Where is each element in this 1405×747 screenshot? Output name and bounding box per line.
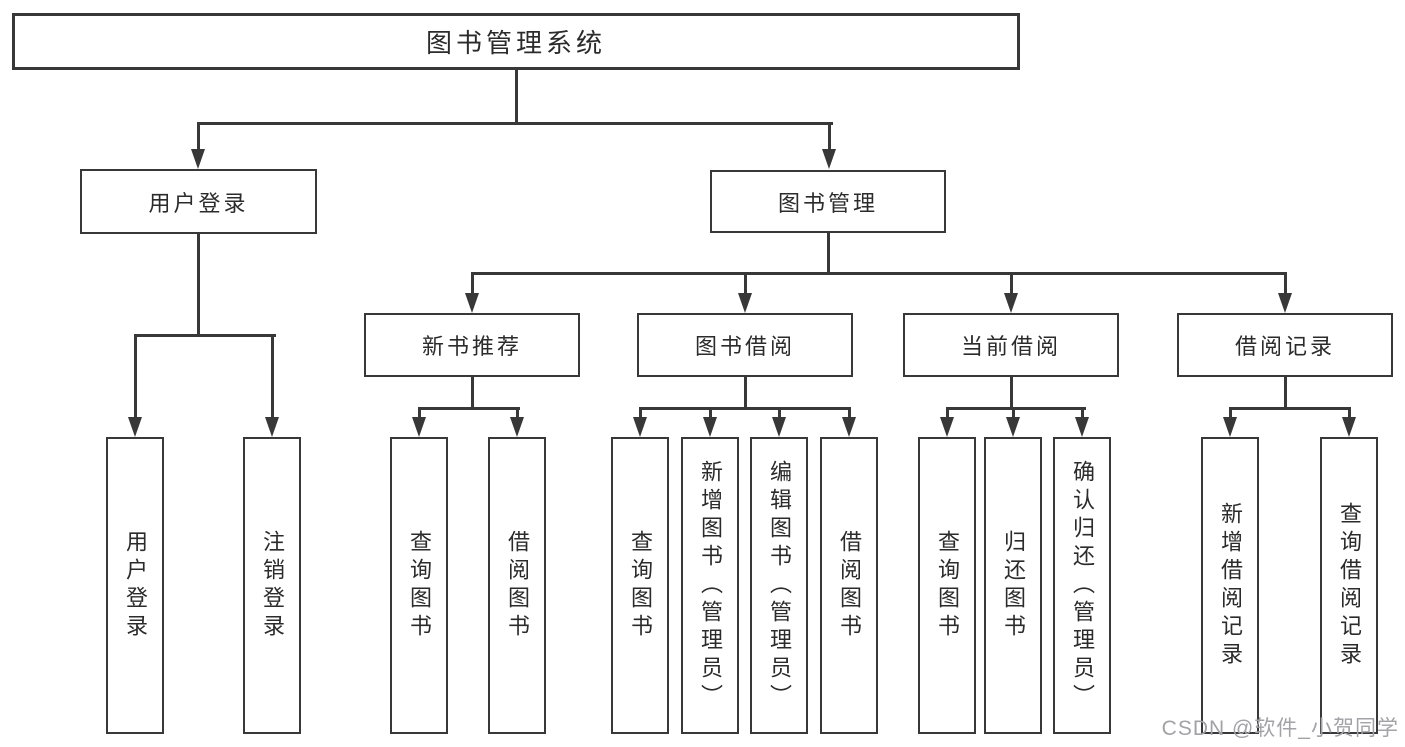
connector-login-bar [133, 334, 276, 337]
node-current-borrow: 当前借阅 [903, 313, 1119, 377]
connector-records-stem [1283, 377, 1287, 410]
arrowhead-to-leaf-return-books [1006, 417, 1020, 437]
connector-current-stem [1009, 377, 1013, 410]
node-book-borrow: 图书借阅 [637, 313, 853, 377]
arrowhead-to-leaf-add-record [1223, 417, 1237, 437]
arrowhead-to-book-management [822, 149, 836, 169]
connector-mgmt-to-records [1283, 272, 1287, 296]
arrowhead-to-leaf-confirm-return [1075, 417, 1089, 437]
node-book-management: 图书管理 [710, 170, 946, 233]
connector-borrow-l1 [638, 407, 642, 420]
leaf-add-borrow-record: 新增借阅记录 [1201, 437, 1259, 734]
connector-root-to-mgmt [827, 122, 831, 152]
leaf-logout: 注销登录 [243, 437, 301, 734]
leaf-edit-books-admin: 编辑图书（管理员） [750, 437, 808, 734]
arrowhead-to-leaf-user-login [128, 417, 142, 437]
connector-borrow-l2 [708, 407, 712, 420]
connector-records-l2 [1347, 407, 1351, 420]
arrowhead-to-leaf-edit-books [772, 417, 786, 437]
arrowhead-to-borrow-records [1278, 293, 1292, 313]
node-root-library-management-system: 图书管理系统 [12, 13, 1020, 70]
connector-mgmt-stem [826, 233, 830, 275]
connector-borrow-bar [638, 407, 851, 410]
connector-mgmt-to-recommend [470, 272, 474, 296]
leaf-query-books-borrow: 查询图书 [611, 437, 669, 734]
node-borrow-records: 借阅记录 [1177, 313, 1393, 377]
connector-recommend-l2 [515, 407, 519, 420]
arrowhead-to-current-borrow [1004, 293, 1018, 313]
connector-root-bar [196, 122, 833, 125]
leaf-query-books-current: 查询图书 [918, 437, 976, 734]
connector-records-l1 [1228, 407, 1232, 420]
connector-borrow-stem [743, 377, 747, 410]
connector-login-stem [196, 234, 200, 337]
connector-current-l1 [945, 407, 949, 420]
connector-current-bar [945, 407, 1086, 410]
connector-current-l3 [1080, 407, 1084, 420]
leaf-borrow-books: 借阅图书 [820, 437, 878, 734]
leaf-user-login: 用户登录 [106, 437, 164, 734]
connector-mgmt-bar [470, 272, 1287, 275]
connector-mgmt-to-borrow [743, 272, 747, 296]
arrowhead-to-book-borrow [738, 293, 752, 313]
arrowhead-to-leaf-logout [265, 417, 279, 437]
connector-root-to-login [196, 122, 200, 152]
csdn-watermark: CSDN @软件_小贺同学 [1161, 717, 1399, 740]
leaf-add-books-admin: 新增图书（管理员） [681, 437, 739, 734]
arrowhead-to-leaf-add-books [703, 417, 717, 437]
connector-borrow-l3 [777, 407, 781, 420]
arrowhead-to-leaf-query-current [940, 417, 954, 437]
connector-root-stem [514, 70, 518, 125]
connector-login-to-leaf1 [133, 334, 137, 419]
leaf-query-borrow-record: 查询借阅记录 [1320, 437, 1378, 734]
arrowhead-to-leaf-query-borrow [633, 417, 647, 437]
leaf-query-books-recommend: 查询图书 [390, 437, 448, 734]
arrowhead-to-user-login [191, 149, 205, 169]
arrowhead-to-new-book-recommend [465, 293, 479, 313]
leaf-borrow-books-recommend: 借阅图书 [488, 437, 546, 734]
connector-borrow-l4 [847, 407, 851, 420]
node-user-login: 用户登录 [80, 169, 317, 234]
connector-records-bar [1228, 407, 1351, 410]
arrowhead-to-leaf-query-recommend [412, 417, 426, 437]
leaf-confirm-return-admin: 确认归还（管理员） [1053, 437, 1111, 734]
connector-mgmt-to-current [1009, 272, 1013, 296]
connector-recommend-l1 [417, 407, 421, 420]
arrowhead-to-leaf-borrow-recommend [510, 417, 524, 437]
node-new-book-recommend: 新书推荐 [364, 313, 580, 377]
connector-current-l2 [1011, 407, 1015, 420]
leaf-return-books: 归还图书 [984, 437, 1042, 734]
arrowhead-to-leaf-borrow-books [842, 417, 856, 437]
arrowhead-to-leaf-query-record [1342, 417, 1356, 437]
connector-recommend-stem [470, 377, 474, 410]
connector-recommend-bar [417, 407, 520, 410]
connector-login-to-leaf2 [270, 334, 274, 419]
